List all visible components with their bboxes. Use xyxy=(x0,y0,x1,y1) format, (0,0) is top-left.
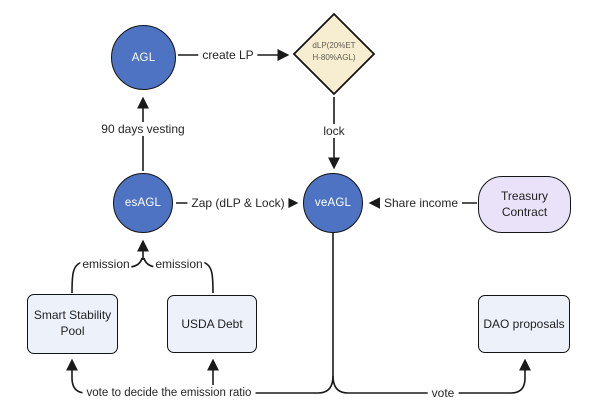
dlp-diamond-label: dLP(20%ET H-80%AGL) xyxy=(312,41,356,62)
create-lp-label: create LP xyxy=(198,48,258,62)
usda-debt-node: USDA Debt xyxy=(167,295,257,353)
esagl-label: esAGL xyxy=(124,197,162,209)
dlp-diamond-node xyxy=(292,12,376,96)
vote-line xyxy=(332,358,531,394)
usda-debt-label: USDA Debt xyxy=(181,316,243,331)
share-income-label: Share income xyxy=(379,196,463,210)
dao-proposals-node: DAO proposals xyxy=(478,295,570,353)
emission-left-label: emission xyxy=(80,257,132,271)
agl-node: AGL xyxy=(111,25,176,90)
dao-proposals-label: DAO proposals xyxy=(483,316,565,331)
vote-ratio-label: vote to decide the emission ratio xyxy=(82,387,256,399)
zap-label: Zap (dLP & Lock) xyxy=(187,196,289,210)
smart-stability-pool-label: Smart Stability Pool xyxy=(33,308,112,338)
veagl-label: veAGL xyxy=(314,197,352,209)
emission-right-label: emission xyxy=(153,257,205,271)
vote-label: vote xyxy=(427,386,459,400)
agl-label: AGL xyxy=(131,51,156,64)
vesting-label: 90 days vesting xyxy=(97,122,189,136)
smart-stability-pool-node: Smart Stability Pool xyxy=(27,294,118,354)
treasury-contract-node: Treasury Contract xyxy=(478,176,571,233)
veagl-node: veAGL xyxy=(303,173,363,233)
treasury-contract-label: Treasury Contract xyxy=(501,188,548,219)
esagl-node: esAGL xyxy=(113,173,173,233)
lock-label: lock xyxy=(319,124,349,138)
